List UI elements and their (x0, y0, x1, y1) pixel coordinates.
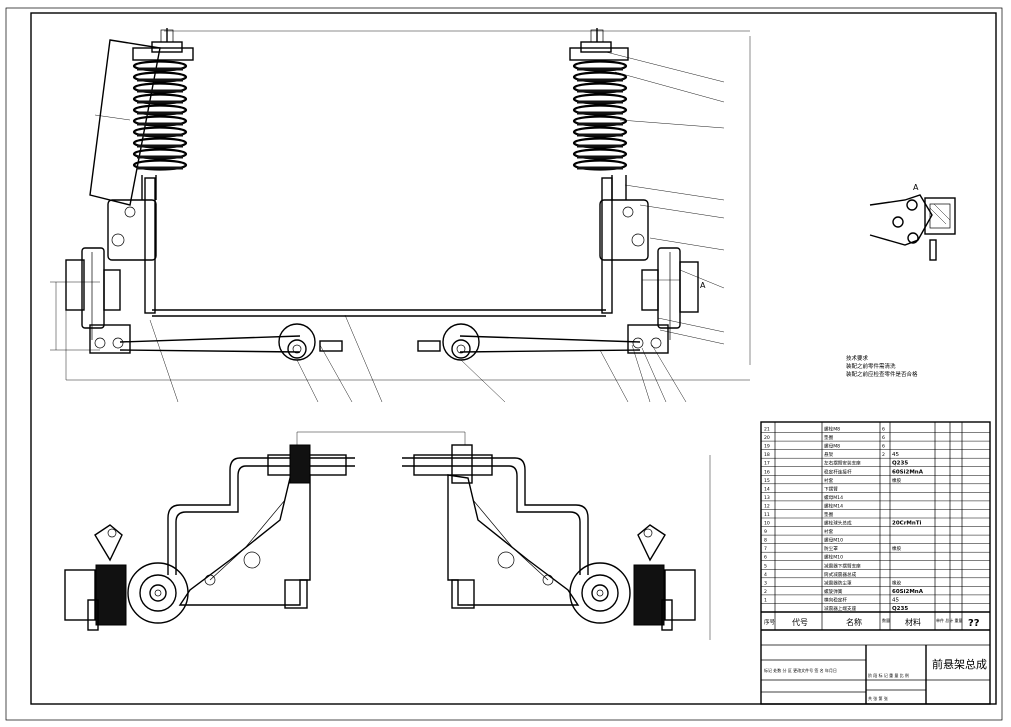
part-no: 18 (764, 452, 770, 458)
part-name: 稳定杆连接杆 (824, 468, 852, 475)
stage-row: 阶 段 标 记 重 量 比 例 (868, 672, 909, 678)
revision-row: 标记 处数 分 区 更改文件号 签 名 年月日 (764, 667, 837, 673)
part-name: 螺母M14 (824, 494, 843, 501)
part-material: 45 (892, 597, 899, 603)
part-name: 筒式减震器总成 (824, 571, 857, 578)
part-qty: 6 (882, 435, 885, 441)
left-coil-spring (132, 60, 188, 171)
part-no: 19 (764, 444, 770, 450)
part-name: 左右摆臂安装支座 (824, 460, 861, 467)
part-no: 2 (764, 589, 767, 595)
part-name: 减震器下摆臂支座 (824, 562, 861, 569)
header-weight: 单件 总计 重量 (936, 617, 963, 623)
section-mark-a: A (700, 281, 706, 290)
header-seq: 序号 (764, 618, 776, 626)
part-no: 17 (764, 461, 770, 467)
part-material: 橡胶 (892, 579, 902, 586)
part-name: 减震器防尘罩 (824, 579, 852, 586)
sheet-inner-frame (30, 12, 997, 705)
part-material: 45 (892, 452, 899, 458)
part-qty: 6 (882, 427, 885, 433)
part-material: 60Si2MnA (892, 589, 924, 595)
lower-arms (119, 323, 641, 361)
right-hub-top (569, 524, 696, 631)
detail-view-a: A (869, 183, 956, 261)
header-code: 代号 (792, 617, 808, 627)
part-name: 螺母M10 (824, 537, 843, 544)
header-material: 材料 (905, 617, 921, 627)
part-no: 5 (764, 563, 767, 569)
part-material: Q235 (892, 461, 908, 467)
part-no: 7 (764, 546, 767, 552)
part-no: 9 (764, 529, 767, 535)
part-name: 螺栓M10 (824, 554, 843, 561)
part-name: 下摆臂 (824, 485, 838, 492)
part-material: Q235 (892, 606, 908, 612)
left-hub-top (64, 524, 189, 631)
part-no: 1 (764, 597, 767, 603)
notes-heading: 技术要求 (846, 354, 869, 362)
part-name: 螺旋弹簧 (824, 588, 843, 595)
part-name: 衬套 (824, 528, 834, 535)
part-name: 横向稳定杆 (824, 596, 847, 603)
part-name: 防尘罩 (824, 545, 838, 552)
part-name: 螺栓M8 (824, 426, 840, 433)
part-name: 螺栓球头总成 (824, 520, 852, 527)
sheet-count: 共 张 第 张 (868, 695, 888, 701)
part-no: 12 (764, 503, 770, 509)
part-name: 悬架 (824, 452, 834, 458)
part-name: 垫圈 (824, 511, 834, 518)
right-coil-spring (572, 60, 628, 171)
part-no: 21 (764, 427, 770, 433)
part-no: 16 (764, 469, 770, 475)
left-strut (89, 28, 194, 314)
part-qty: 6 (882, 444, 885, 450)
part-name: 螺栓M14 (824, 502, 843, 509)
part-no: 6 (764, 555, 767, 561)
right-knuckle (627, 247, 699, 354)
part-name: 衬套 (824, 477, 834, 484)
header-qty: 数量 (882, 617, 890, 623)
header-name: 名称 (846, 617, 862, 627)
part-name: 螺母M8 (824, 443, 840, 450)
front-view: A (50, 28, 751, 403)
part-no: 10 (764, 521, 770, 527)
top-view (64, 431, 711, 640)
right-strut (569, 28, 649, 314)
stabilizer-bar (152, 309, 606, 317)
part-material: 橡胶 (892, 545, 902, 552)
part-material: 20CrMnTi (892, 521, 922, 527)
part-material: 橡胶 (892, 477, 902, 484)
notes-line-1: 装配之前零件需清洗 (846, 362, 896, 370)
part-no: 11 (764, 512, 770, 518)
part-no: 20 (764, 435, 770, 441)
part-name: 减震器上端支座 (824, 605, 857, 612)
notes-line-2: 装配之前应检查零件是否合格 (846, 370, 918, 378)
drawing-title: 前悬架总成 (932, 657, 987, 671)
part-no: 15 (764, 478, 770, 484)
left-knuckle (65, 247, 131, 354)
leader-lines (94, 51, 725, 403)
part-no: 3 (764, 580, 767, 586)
part-no: 13 (764, 495, 770, 501)
part-material: 60Si2MnA (892, 469, 924, 475)
part-no: 4 (764, 572, 767, 578)
part-no: 14 (764, 486, 770, 492)
sheet-outer-border (5, 7, 1003, 721)
part-name: 垫圈 (824, 434, 834, 441)
scale-mark: ?? (968, 618, 980, 629)
part-qty: 2 (882, 452, 885, 458)
technical-notes: 技术要求 装配之前零件需清洗 装配之前应检查零件是否合格 (846, 354, 918, 378)
detail-label: A (913, 183, 919, 192)
part-no: 8 (764, 538, 767, 544)
